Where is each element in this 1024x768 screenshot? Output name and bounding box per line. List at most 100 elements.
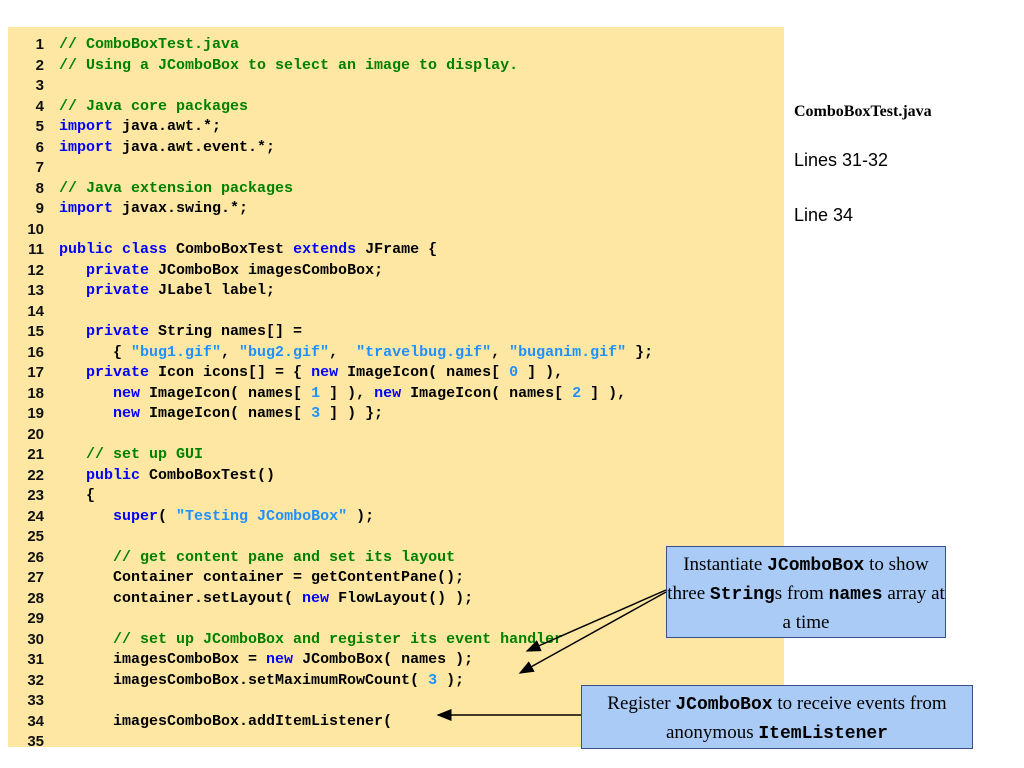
code-token: public class xyxy=(59,241,168,258)
code-token: "Testing JComboBox" xyxy=(176,507,348,525)
callout-text: to show three xyxy=(667,554,929,604)
code-line: // Java extension packages xyxy=(59,179,293,199)
code-panel: 1 // ComboBoxTest.java 2 // Using a JComboB… xyxy=(8,27,784,750)
code-token: new xyxy=(266,651,294,668)
line-number: 32 xyxy=(27,671,44,689)
code-token: // Java core packages xyxy=(59,97,249,115)
code-token: import xyxy=(59,118,114,135)
code-token: ImageIcon( names[ xyxy=(338,364,510,381)
code-token: container.setLayout( xyxy=(59,589,303,607)
code-token: ComboBoxTest() xyxy=(140,466,276,484)
line-number: 7 xyxy=(35,159,44,176)
code-line: // ComboBoxTest.java xyxy=(59,35,239,55)
code-token: ] ) }; xyxy=(320,405,384,422)
code-token: "travelbug.gif" xyxy=(356,343,492,361)
code-token: , xyxy=(491,343,510,361)
line-number: 25 xyxy=(27,528,44,545)
line-number: 28 xyxy=(27,589,44,607)
code-line: super( "Testing JComboBox" ); xyxy=(59,507,374,527)
code-line: imagesComboBox.addItemListener( xyxy=(59,712,392,732)
code-token: FlowLayout() ); xyxy=(329,589,474,607)
callout-register-jcombobox: Register JComboBox to receive events fro… xyxy=(581,685,973,749)
line-number: 26 xyxy=(27,548,44,566)
code-token: 1 xyxy=(311,384,321,402)
code-token: { xyxy=(59,487,96,504)
code-token: ] ), xyxy=(518,364,564,381)
line-number: 5 xyxy=(35,118,44,135)
code-token: public xyxy=(86,466,141,484)
line-number: 11 xyxy=(28,241,44,258)
line-number: 34 xyxy=(27,712,44,730)
code-token: private xyxy=(86,261,150,279)
code-line: private JLabel label; xyxy=(59,281,275,301)
code-token: JComboBox( names ); xyxy=(293,651,474,668)
line-number: 13 xyxy=(27,282,44,299)
callout-text: names xyxy=(828,585,883,605)
code-token: ComboBoxTest xyxy=(167,241,294,258)
callout-text: array at a time xyxy=(782,583,945,633)
code-line: import java.awt.*; xyxy=(59,117,221,137)
code-token: // Java extension packages xyxy=(59,179,294,197)
code-line: new ImageIcon( names[ 3 ] ) }; xyxy=(59,404,383,424)
line-number: 3 xyxy=(35,77,44,94)
code-token: java.awt.*; xyxy=(113,118,222,135)
code-token: new xyxy=(113,384,141,402)
code-token: import xyxy=(59,138,114,156)
code-token: ] ), xyxy=(320,384,375,402)
code-line: Container container = getContentPane(); xyxy=(59,568,464,588)
side-note-line-34: Line 34 xyxy=(794,205,854,225)
code-token: ImageIcon( names[ xyxy=(140,384,312,402)
code-token: }; xyxy=(626,343,654,361)
callout-text: to receive events from anonymous xyxy=(666,693,947,743)
code-token: JLabel label; xyxy=(149,282,276,299)
code-token: new xyxy=(302,589,330,607)
code-line: public class ComboBoxTest extends JFrame… xyxy=(59,240,437,260)
line-number: 31 xyxy=(27,651,44,668)
line-number: 23 xyxy=(27,487,44,504)
code-line: // set up JComboBox and register its eve… xyxy=(59,630,563,650)
code-token: imagesComboBox = xyxy=(59,651,267,668)
code-token: extends xyxy=(293,241,357,258)
code-token: , xyxy=(329,343,357,361)
code-token: JComboBox imagesComboBox; xyxy=(149,261,384,279)
code-token: new xyxy=(311,364,339,381)
line-number: 24 xyxy=(27,507,44,525)
code-token: String names[] = xyxy=(149,323,303,340)
callout-text: String xyxy=(709,585,775,605)
code-token: // Using a JComboBox to select an image … xyxy=(59,56,519,74)
code-line: public ComboBoxTest() xyxy=(59,466,275,486)
code-line: private String names[] = xyxy=(59,322,302,342)
line-number: 17 xyxy=(27,364,44,381)
code-token: ] ), xyxy=(581,384,627,402)
code-token: "bug2.gif" xyxy=(239,343,330,361)
line-number: 19 xyxy=(27,405,44,422)
code-token: ImageIcon( names[ xyxy=(140,405,312,422)
code-token: { xyxy=(59,343,132,361)
code-line: new ImageIcon( names[ 1 ] ), new ImageIc… xyxy=(59,384,626,404)
code-line: // get content pane and set its layout xyxy=(59,548,455,568)
line-number: 9 xyxy=(35,200,44,217)
callout-text: Instantiate xyxy=(683,554,768,575)
code-token: java.awt.event.*; xyxy=(113,138,276,156)
code-token: Icon icons[] = { xyxy=(149,364,312,381)
line-number: 2 xyxy=(35,56,44,74)
code-token: javax.swing.*; xyxy=(113,200,249,217)
code-token: 0 xyxy=(509,364,519,381)
code-line: { xyxy=(59,486,95,506)
line-number: 12 xyxy=(27,261,44,279)
line-number: 29 xyxy=(27,610,44,627)
code-token: ( xyxy=(158,507,177,525)
code-token: import xyxy=(59,200,114,217)
code-line: { "bug1.gif", "bug2.gif", "travelbug.gif… xyxy=(59,343,653,363)
code-token: 3 xyxy=(311,405,321,422)
code-token: private xyxy=(86,282,150,299)
arrow-to-line-32 xyxy=(518,591,667,674)
callout-text: s from xyxy=(774,583,829,604)
line-number: 14 xyxy=(27,302,44,320)
code-token: ); xyxy=(437,671,465,689)
code-token: Container container = getContentPane(); xyxy=(59,569,465,586)
code-line: import javax.swing.*; xyxy=(59,199,248,219)
line-number: 1 xyxy=(35,36,44,53)
code-line: // Java core packages xyxy=(59,97,248,117)
